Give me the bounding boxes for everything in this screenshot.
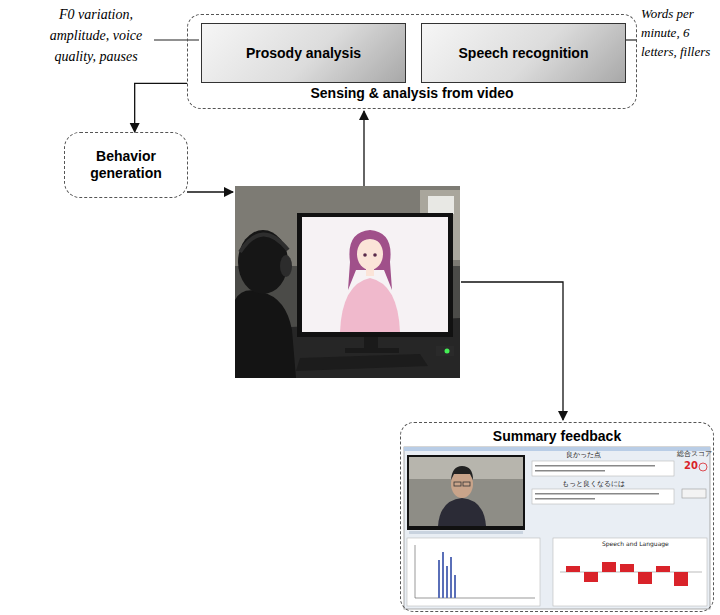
feedback-screenshot-part xyxy=(584,572,598,582)
node-text: Prosody analysis xyxy=(246,45,361,62)
leader-line-part xyxy=(626,39,637,40)
chart-title: Speech and Language xyxy=(602,540,669,547)
feature-note: Words per minute, 6 letters, fillers xyxy=(641,4,717,61)
user-photo-part xyxy=(428,196,454,214)
user-photo-part xyxy=(356,233,384,246)
feedback-screenshot-part xyxy=(407,455,525,530)
feedback-screenshot-part xyxy=(454,482,461,486)
screen-text: 総合スコア xyxy=(677,450,712,459)
user-photo-part xyxy=(445,349,450,354)
feature-note: F0 variation, amplitude, voice quality, … xyxy=(34,4,158,67)
process-box: Speech recognition xyxy=(421,23,626,83)
feedback-screenshot-part xyxy=(532,461,674,476)
node-text: Sensing & analysis from video xyxy=(310,85,513,102)
feedback-screenshot-part xyxy=(535,465,655,467)
user-photo-part xyxy=(366,268,374,276)
feedback-screenshot xyxy=(404,447,710,609)
node-text: Summary feedback xyxy=(493,428,621,445)
flow-connector xyxy=(135,83,187,132)
feedback-screenshot-part xyxy=(454,575,456,598)
feedback-screenshot-part xyxy=(409,457,523,526)
feedback-screenshot-part xyxy=(566,566,580,572)
generation-box: Behavior generation xyxy=(64,132,188,198)
feedback-screenshot-part xyxy=(535,470,605,472)
user-photo-part xyxy=(363,253,367,257)
feedback-screenshot-part xyxy=(602,562,616,572)
node-text: Behavior generation xyxy=(73,148,179,182)
feedback-screenshot-part xyxy=(682,489,706,498)
feedback-screenshot-part xyxy=(553,538,707,606)
user-photo-part xyxy=(340,278,400,332)
flow-arrow-part xyxy=(187,191,233,192)
summary-box: Summary feedback xyxy=(400,422,714,612)
user-photo-part xyxy=(345,348,399,353)
user-photo-part xyxy=(364,337,378,349)
feedback-screenshot-part xyxy=(638,572,652,584)
analysis-group: Sensing & analysis from video Prosody ana… xyxy=(187,14,637,109)
feedback-screenshot-part xyxy=(407,538,540,606)
feedback-screenshot-part xyxy=(415,598,535,599)
user-photo-part xyxy=(357,238,383,270)
feedback-screenshot-part xyxy=(463,482,470,486)
feedback-screenshot-part xyxy=(535,498,595,500)
user-photo-part xyxy=(235,186,460,378)
feedback-screenshot-part xyxy=(451,466,473,480)
score-number: 20 xyxy=(684,460,698,471)
feedback-screenshot-part xyxy=(451,470,473,498)
feedback-screenshot-part xyxy=(532,489,674,504)
node-text: Speech recognition xyxy=(459,45,589,62)
process-box: Prosody analysis xyxy=(201,23,406,83)
feedback-screenshot-part xyxy=(674,572,688,586)
user-photo xyxy=(235,186,460,378)
user-photo-part xyxy=(296,354,428,371)
screen-text: 良かった点 xyxy=(566,451,601,460)
feedback-screenshot-part xyxy=(415,545,416,598)
user-photo-part xyxy=(373,253,377,257)
user-photo-part xyxy=(240,234,288,252)
feedback-screenshot-part xyxy=(404,447,710,451)
feedback-screenshot-part xyxy=(656,566,670,572)
user-photo-part xyxy=(297,213,453,337)
feedback-screenshot-part xyxy=(450,557,452,598)
user-photo-part xyxy=(280,255,292,277)
screen-text: もっと良くなるには xyxy=(562,480,625,489)
flow-arrow-part xyxy=(363,111,364,186)
feedback-screenshot-part xyxy=(535,493,659,495)
feedback-screenshot-part xyxy=(438,560,440,598)
feedback-screenshot-part xyxy=(442,552,444,598)
user-photo-part xyxy=(235,290,296,378)
user-photo-part xyxy=(436,346,454,356)
feedback-screenshot-part xyxy=(620,564,634,572)
feedback-screenshot-part xyxy=(438,498,486,526)
leader-line-part xyxy=(154,39,199,40)
feedback-screenshot-part xyxy=(404,447,710,609)
flow-arrow xyxy=(187,111,563,420)
feedback-screenshot-part xyxy=(409,531,523,534)
feedback-screenshot-part xyxy=(446,566,448,598)
user-photo-part xyxy=(302,217,448,332)
flow-arrow-part xyxy=(461,282,563,420)
feedback-screenshot-part xyxy=(699,463,707,471)
